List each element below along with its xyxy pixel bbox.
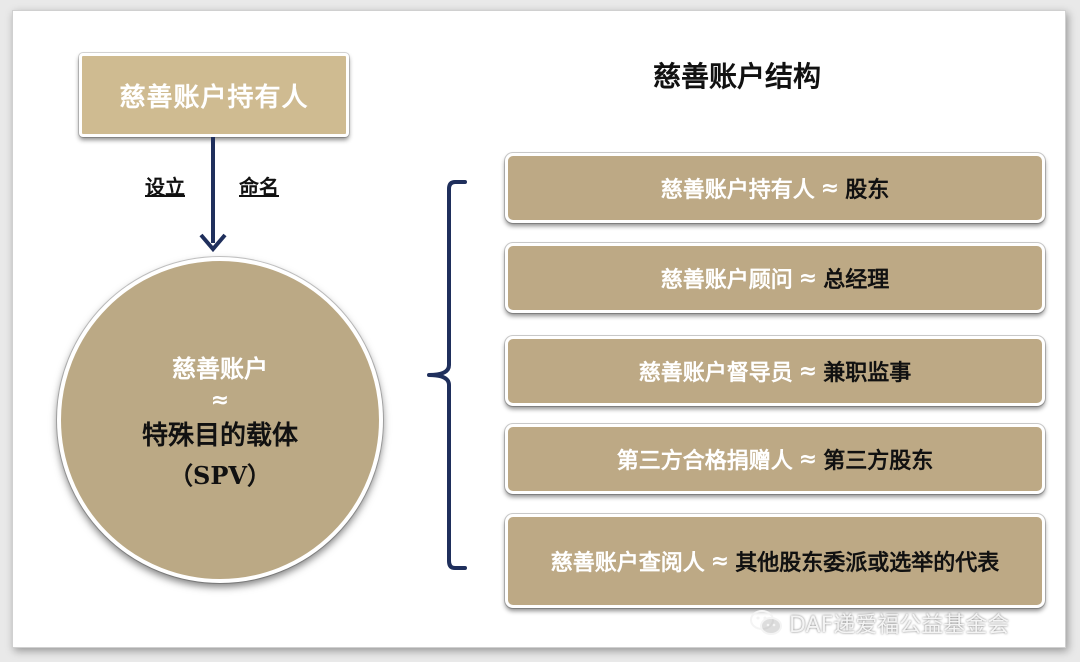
equivalent-label: 其他股东委派或选举的代表 — [735, 551, 1000, 576]
role-row-holder: 慈善账户持有人 ≈ 股东 — [505, 153, 1045, 223]
wechat-icon — [750, 610, 782, 635]
role-label: 慈善账户督导员 — [638, 361, 793, 386]
label-name: 命名 — [239, 175, 279, 199]
label-setup: 设立 — [145, 175, 185, 199]
structure-title: 慈善账户结构 — [653, 60, 822, 93]
role-label: 慈善账户查阅人 — [550, 551, 705, 576]
role-row-viewer: 慈善账户查阅人 ≈ 其他股东委派或选举的代表 — [505, 514, 1045, 608]
circle-line-account: 慈善账户 — [172, 355, 268, 383]
role-label: 慈善账户持有人 — [660, 178, 815, 203]
approx-sign: ≈ — [798, 358, 818, 384]
role-row-supervisor: 慈善账户督导员 ≈ 兼职监事 — [505, 336, 1045, 406]
approx-sign: ≈ — [710, 548, 730, 574]
circle-line-spv: （SPV） — [169, 461, 271, 490]
spv-circle: 慈善账户 ≈ 特殊目的载体 （SPV） — [57, 257, 383, 583]
approx-sign: ≈ — [820, 175, 840, 201]
role-label: 慈善账户顾问 — [660, 268, 793, 293]
approx-sign: ≈ — [798, 265, 818, 291]
curly-bracket-icon — [427, 180, 467, 570]
watermark: DAF递爱福公益基金会 — [749, 607, 1009, 639]
holder-box: 慈善账户持有人 — [79, 53, 349, 137]
equivalent-label: 兼职监事 — [823, 361, 912, 386]
role-row-third-party: 第三方合格捐赠人 ≈ 第三方股东 — [505, 424, 1045, 494]
equivalent-label: 总经理 — [823, 268, 890, 293]
down-arrow-icon — [199, 137, 227, 253]
role-row-advisor: 慈善账户顾问 ≈ 总经理 — [505, 243, 1045, 313]
equivalent-label: 第三方股东 — [823, 449, 934, 474]
approx-sign: ≈ — [798, 446, 818, 472]
role-label: 第三方合格捐赠人 — [616, 449, 793, 474]
circle-line-spv-cn: 特殊目的载体 — [141, 421, 298, 451]
watermark-text: DAF递爱福公益基金会 — [789, 613, 1010, 638]
slide: 慈善账户持有人 设立 命名 慈善账户 ≈ 特殊目的载体 （SPV） 慈善账户结构… — [12, 10, 1066, 648]
equivalent-label: 股东 — [845, 178, 890, 203]
circle-line-approx: ≈ — [210, 388, 230, 413]
